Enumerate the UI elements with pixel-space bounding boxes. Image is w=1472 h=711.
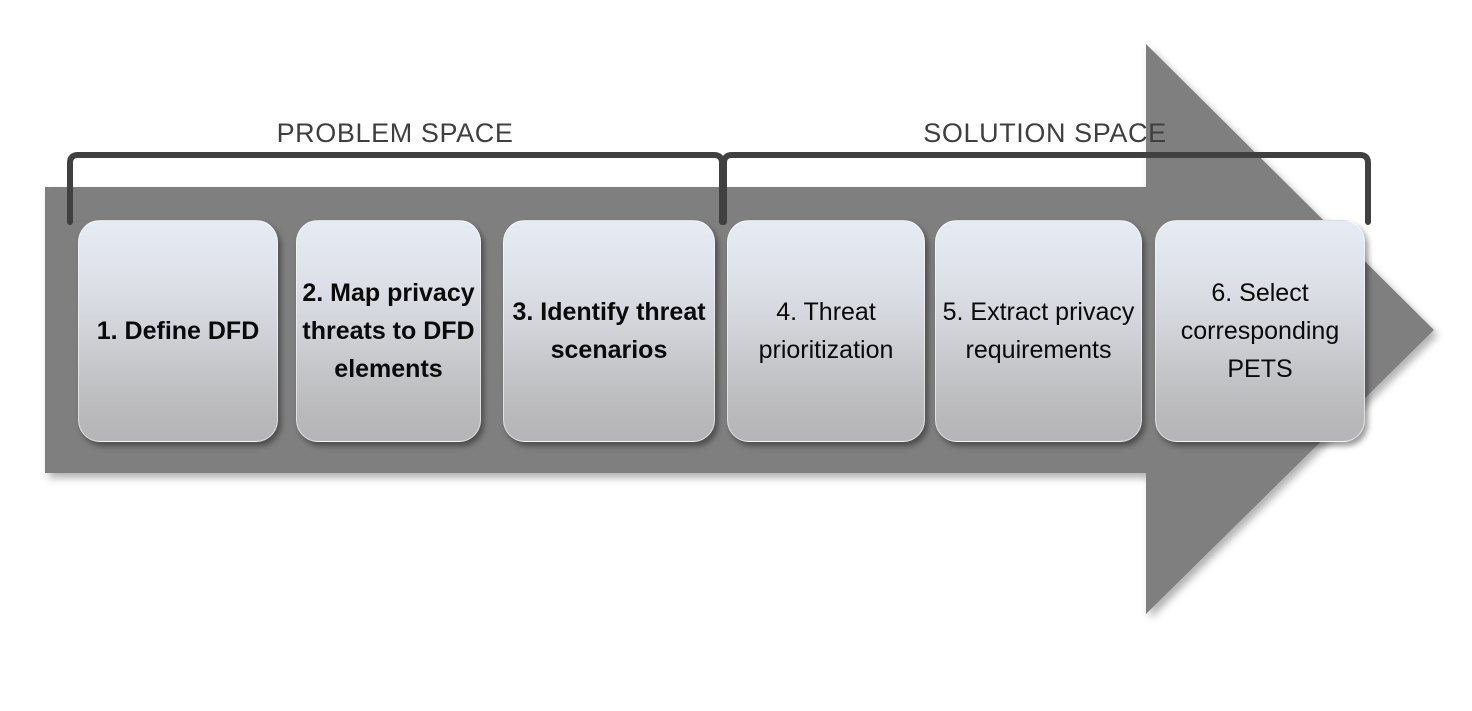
phase-label-solution-space: SOLUTION SPACE bbox=[923, 118, 1167, 148]
step-box-2-map-privacy-threats[interactable]: 2. Map privacy threats to DFD elements bbox=[296, 220, 481, 442]
step-label: 4. Threat prioritization bbox=[758, 298, 894, 364]
step-box-6-select-corresponding-pets[interactable]: 6. Select corresponding PETS bbox=[1155, 220, 1365, 442]
solution-space-bracket bbox=[721, 152, 1371, 225]
step-label: 3. Identify threat scenarios bbox=[512, 298, 706, 364]
step-box-5-extract-privacy-requirements[interactable]: 5. Extract privacy requirements bbox=[935, 220, 1142, 442]
step-label: 1. Define DFD bbox=[96, 317, 260, 345]
phase-label-problem-space: PROBLEM SPACE bbox=[276, 118, 514, 148]
step-label: 5. Extract privacy requirements bbox=[942, 298, 1135, 364]
step-label: 2. Map privacy threats to DFD elements bbox=[302, 279, 475, 383]
step-label: 6. Select corresponding PETS bbox=[1180, 279, 1340, 383]
step-box-1-define-dfd[interactable]: 1. Define DFD bbox=[78, 220, 278, 442]
step-box-4-threat-prioritization[interactable]: 4. Threat prioritization bbox=[727, 220, 925, 442]
step-box-3-identify-threat-scenarios[interactable]: 3. Identify threat scenarios bbox=[503, 220, 715, 442]
